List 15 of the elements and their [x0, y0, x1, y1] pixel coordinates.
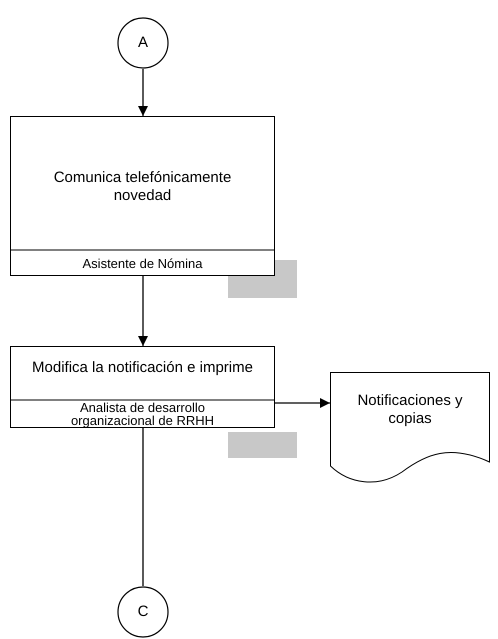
process-box [10, 346, 275, 428]
connector-label: C [136, 603, 150, 620]
connector-circle [117, 17, 169, 69]
process-description: Comunica telefónicamente novedad [52, 169, 232, 205]
arrow [138, 69, 148, 116]
process-description: Modifica la notificación e imprime [31, 359, 254, 377]
document-label: Notificaciones y copias [356, 392, 464, 428]
connector-circle [117, 586, 169, 638]
document-shape [330, 372, 490, 484]
role-label: Analista de desarrollo organizacional de RRHH [70, 400, 216, 428]
connector-label: A [136, 34, 149, 51]
role-label: Asistente de Nómina [82, 254, 204, 272]
arrow [138, 276, 148, 346]
arrow [275, 398, 330, 408]
process-box [10, 116, 275, 276]
